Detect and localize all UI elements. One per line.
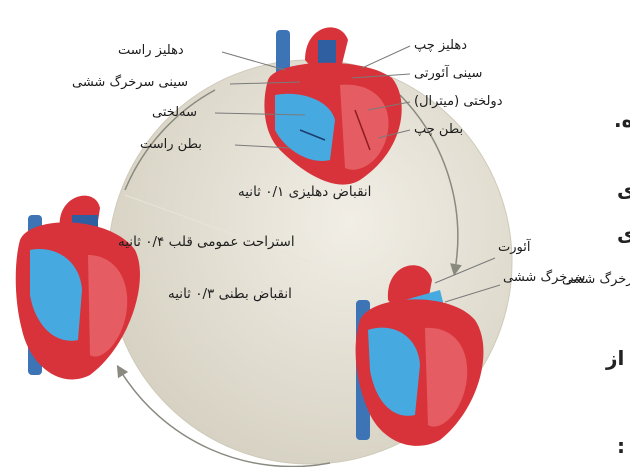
label-pulmonary-valve: سینی سرخرگ ششی <box>72 75 188 91</box>
label-right-ventricle: بطن راست <box>140 137 202 153</box>
edge-text-6: : <box>617 434 625 458</box>
edge-text-2: ی <box>617 178 630 202</box>
edge-text-5: از <box>606 346 624 370</box>
label-aorta: آئورت <box>498 240 530 256</box>
phase-general-rest: استراحت عمومی قلب ۰/۴ ثانیه <box>118 234 295 251</box>
phase-ventricular-contraction: انقباض بطنی ۰/۳ ثانیه <box>168 286 292 303</box>
label-aortic-valve: سینی آئورتی <box>414 66 482 82</box>
label-left-atrium: دهلیز چپ <box>414 38 467 54</box>
label-tricuspid-valve: سه‌لختی <box>152 105 197 121</box>
label-left-ventricle: بطن چپ <box>414 122 463 138</box>
edge-text-1: ه. <box>614 108 630 132</box>
edge-text-3: ی <box>617 222 630 246</box>
label-mitral-valve: دولختی (میترال) <box>414 94 503 110</box>
edge-text-4: سرخرگ ششی <box>562 272 630 288</box>
label-right-atrium: دهلیز راست <box>118 43 184 59</box>
phase-atrial-contraction: انقباض دهلیزی ۰/۱ ثانیه <box>238 184 371 201</box>
